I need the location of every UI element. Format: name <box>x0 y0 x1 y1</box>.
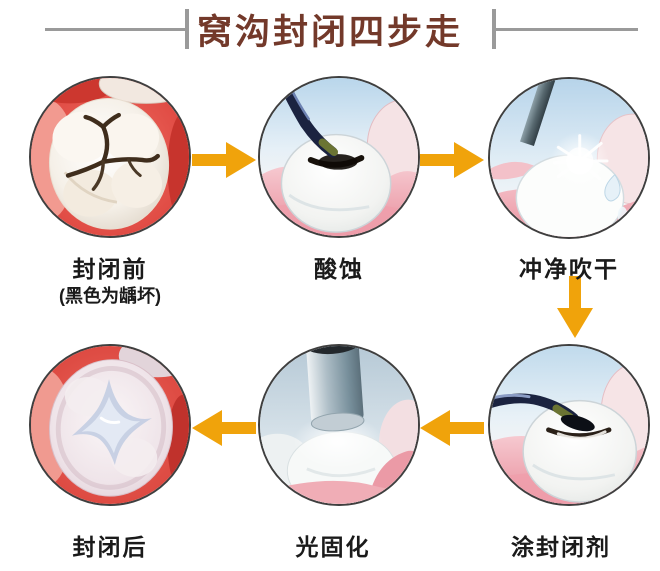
step-label-light-cure: 光固化 <box>295 534 371 560</box>
step-photo-after <box>29 344 191 506</box>
light-cure-illustration <box>260 346 418 504</box>
etch-illustration <box>260 78 418 236</box>
step-photo-apply-sealant <box>488 344 650 506</box>
apply-sealant-illustration <box>490 346 648 504</box>
step-sublabel-before: (黑色为龋坏) <box>59 286 161 306</box>
page-title: 窝沟封闭四步走 <box>196 13 464 52</box>
title-rule-right <box>496 28 638 31</box>
title-bracket-right <box>492 9 496 49</box>
flow-arrow-right-1-icon <box>192 140 256 180</box>
step-label-after: 封闭后 <box>72 534 148 560</box>
flow-arrow-down-icon <box>555 276 595 338</box>
rinse-dry-illustration <box>490 79 648 237</box>
step-label-before: 封闭前 <box>72 256 148 282</box>
step-photo-light-cure <box>258 344 420 506</box>
flow-arrow-left-2-icon <box>192 408 256 448</box>
step-photo-etch <box>258 76 420 238</box>
step-label-etch: 酸蚀 <box>314 256 364 282</box>
title-bracket-left <box>185 9 189 49</box>
title-rule-left <box>45 28 185 31</box>
tooth-before-illustration <box>31 78 189 236</box>
flow-arrow-left-1-icon <box>420 408 484 448</box>
step-photo-rinse-dry <box>488 77 650 239</box>
step-label-rinse-dry: 冲净吹干 <box>519 256 619 282</box>
step-label-apply-sealant: 涂封闭剂 <box>511 534 611 560</box>
flow-arrow-right-2-icon <box>420 140 484 180</box>
step-photo-before <box>29 76 191 238</box>
tooth-after-illustration <box>31 346 189 504</box>
